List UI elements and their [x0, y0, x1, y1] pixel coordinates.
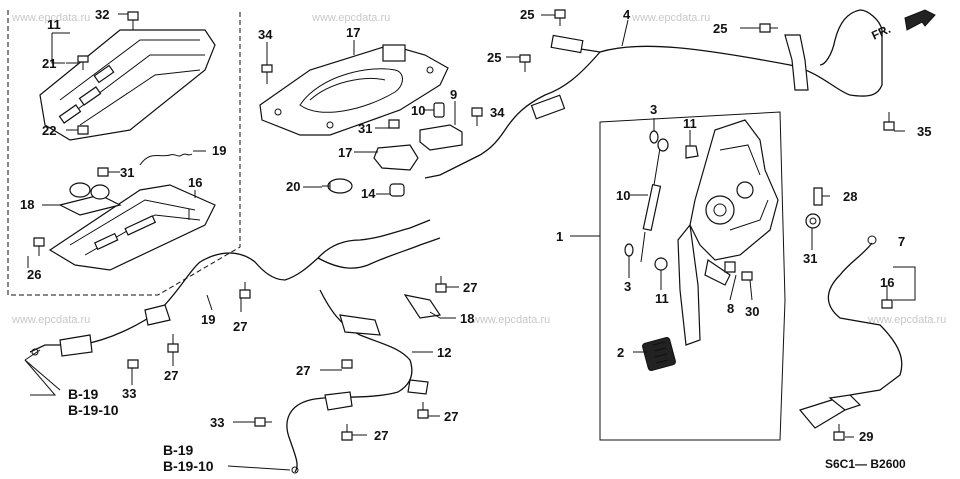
- callout-25: 25: [487, 50, 501, 65]
- callout-7: 8: [727, 301, 734, 316]
- cable-clip: [784, 34, 809, 91]
- reference-b19-bottom: B-19: [163, 442, 194, 458]
- cable-15: [29, 252, 319, 353]
- callout-35: 35: [917, 124, 931, 139]
- damper-10: [640, 138, 669, 271]
- pedal-assembly-box: [599, 111, 786, 441]
- console-lower: [48, 182, 216, 271]
- callout-3: 3: [624, 279, 631, 294]
- callout-4: 4: [623, 7, 631, 22]
- cable-12: [286, 289, 413, 473]
- diagram-code: S6C1— B2600: [825, 457, 906, 471]
- callout-31: 31: [358, 121, 372, 136]
- callout-17: 16: [188, 175, 202, 190]
- callout-33: 33: [210, 415, 224, 430]
- callout-12: 12: [437, 345, 451, 360]
- callout-27: 27: [164, 368, 178, 383]
- watermark-text: www.epcdata.ru: [867, 314, 946, 326]
- callout-28: 28: [843, 189, 857, 204]
- callout-31: 31: [120, 165, 134, 180]
- part-8: [419, 124, 463, 151]
- part-19: [373, 144, 419, 171]
- callout-27: 27: [444, 409, 458, 424]
- callout-1: 1: [556, 229, 563, 244]
- watermark-text: www.epcdata.ru: [471, 314, 550, 326]
- callout-25: 25: [520, 7, 534, 22]
- callout-10: 10: [616, 188, 630, 203]
- part-13: [389, 183, 405, 197]
- callout-2: 2: [617, 345, 624, 360]
- callout-33: 33: [122, 386, 136, 401]
- callout-29: 29: [859, 429, 873, 444]
- reference-b1910-left: B-19-10: [68, 402, 119, 418]
- callout-16: 18: [460, 311, 474, 326]
- callout-27: 27: [296, 363, 310, 378]
- callout-18: 17: [346, 25, 360, 40]
- callout-25: 25: [713, 21, 727, 36]
- callout-34: 34: [490, 105, 505, 120]
- callout-3: 3: [650, 102, 657, 117]
- callout-30: 30: [745, 304, 759, 319]
- callout-20: 18: [20, 197, 34, 212]
- callout-27: 27: [233, 319, 247, 334]
- bolt-icons: [33, 9, 895, 441]
- watermark-text: www.epcdata.ru: [631, 12, 710, 24]
- callout-11: 11: [683, 116, 697, 131]
- bracket-5: [51, 32, 70, 64]
- callout-6: 7: [898, 234, 905, 249]
- callout-19: 17: [338, 145, 352, 160]
- callout-11: 11: [655, 291, 669, 306]
- callout-5: 11: [47, 17, 61, 32]
- callout-27: 27: [463, 280, 477, 295]
- watermark-layer: www.epcdata.ru www.epcdata.ru www.epcdat…: [11, 12, 946, 326]
- callout-13: 14: [361, 186, 376, 201]
- cable-6: [827, 242, 903, 396]
- left-assembly-border: [7, 10, 241, 296]
- reference-b1910-bottom: B-19-10: [163, 458, 214, 474]
- cable-4-front: [424, 51, 601, 179]
- pedal-pad-2: [642, 337, 676, 371]
- callout-22: 20: [286, 179, 300, 194]
- callout-9: 10: [411, 103, 425, 118]
- callout-23: 21: [42, 56, 56, 71]
- callout-34: 34: [258, 27, 273, 42]
- callout-27: 27: [374, 428, 388, 443]
- callout-32: 32: [95, 7, 109, 22]
- watermark-text: www.epcdata.ru: [311, 12, 390, 24]
- bracket-18: [259, 44, 449, 136]
- watermark-text: www.epcdata.ru: [11, 12, 90, 24]
- pedal-assembly: [677, 119, 779, 346]
- callout-15: 19: [201, 312, 215, 327]
- cable-4: [554, 9, 883, 97]
- reference-b19-left: B-19: [68, 386, 99, 402]
- leader-lines: [24, 13, 916, 471]
- part-22: [327, 178, 353, 194]
- callout-21: 19: [212, 143, 226, 158]
- part-9: [433, 102, 445, 118]
- front-direction-indicator: FR.: [869, 9, 936, 43]
- callout-24: 22: [42, 123, 56, 138]
- callout-31: 31: [803, 251, 817, 266]
- console-upper: [39, 29, 216, 141]
- front-label: FR.: [869, 22, 892, 43]
- callout-numbers: 32 11 21 22 31 19 16 18 26 17 34 31 10 9…: [20, 7, 931, 444]
- spring-21: [139, 153, 193, 166]
- callout-26: 26: [27, 267, 41, 282]
- callout-14: 16: [880, 275, 894, 290]
- watermark-text: www.epcdata.ru: [11, 314, 90, 326]
- callout-8: 9: [450, 87, 457, 102]
